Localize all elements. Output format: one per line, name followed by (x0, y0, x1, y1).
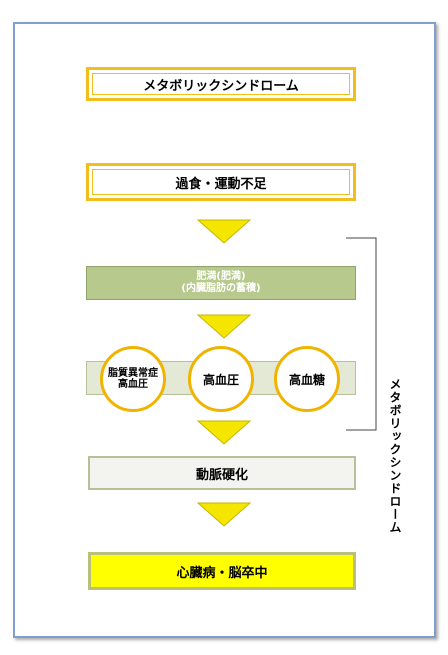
dyslipidemia-label: 脂質異常症 高血圧 (108, 368, 158, 390)
visceral-fat-box: 肥満(肥満) (内臓脂肪の蓄積) (86, 266, 356, 300)
arteriosclerosis-box: 動脈硬化 (88, 456, 356, 490)
visceral-fat-line1: 肥満(肥満) (196, 271, 246, 282)
hypertension-circle: 高血圧 (188, 346, 254, 412)
heart-disease-stroke-label: 心臓病・脳卒中 (176, 565, 268, 581)
metabolic-syndrome-box: メタボリックシンドローム (86, 67, 356, 101)
bracket-label: メタボリックシンドローム (388, 378, 402, 534)
dyslipidemia-circle: 脂質異常症 高血圧 (100, 346, 166, 412)
visceral-fat-line2: (内臓脂肪の蓄積) (181, 283, 261, 294)
heart-disease-stroke-box: 心臓病・脳卒中 (88, 552, 356, 590)
metabolic-syndrome-label: メタボリックシンドローム (143, 78, 299, 94)
arteriosclerosis-label: 動脈硬化 (195, 467, 248, 483)
overeating-label: 過食・運動不足 (175, 176, 267, 192)
hyperglycemia-circle: 高血糖 (274, 346, 340, 412)
diagram-frame (13, 22, 436, 638)
hypertension-label: 高血圧 (202, 372, 239, 387)
hyperglycemia-label: 高血糖 (288, 372, 325, 387)
overeating-lack-of-exercise-box: 過食・運動不足 (86, 163, 356, 201)
